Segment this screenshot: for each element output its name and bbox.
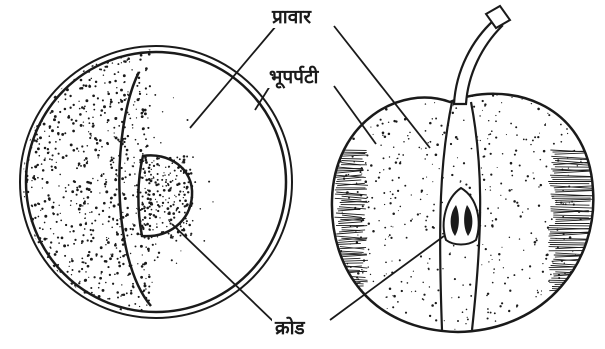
apple-stem: [454, 20, 502, 104]
label-bhuparpati: भूपर्पटी: [266, 66, 321, 88]
label-pravar: प्रावार: [269, 6, 314, 28]
apple: [329, 6, 595, 335]
earth-sphere: [19, 45, 292, 319]
label-krod: क्रोड: [272, 317, 308, 339]
